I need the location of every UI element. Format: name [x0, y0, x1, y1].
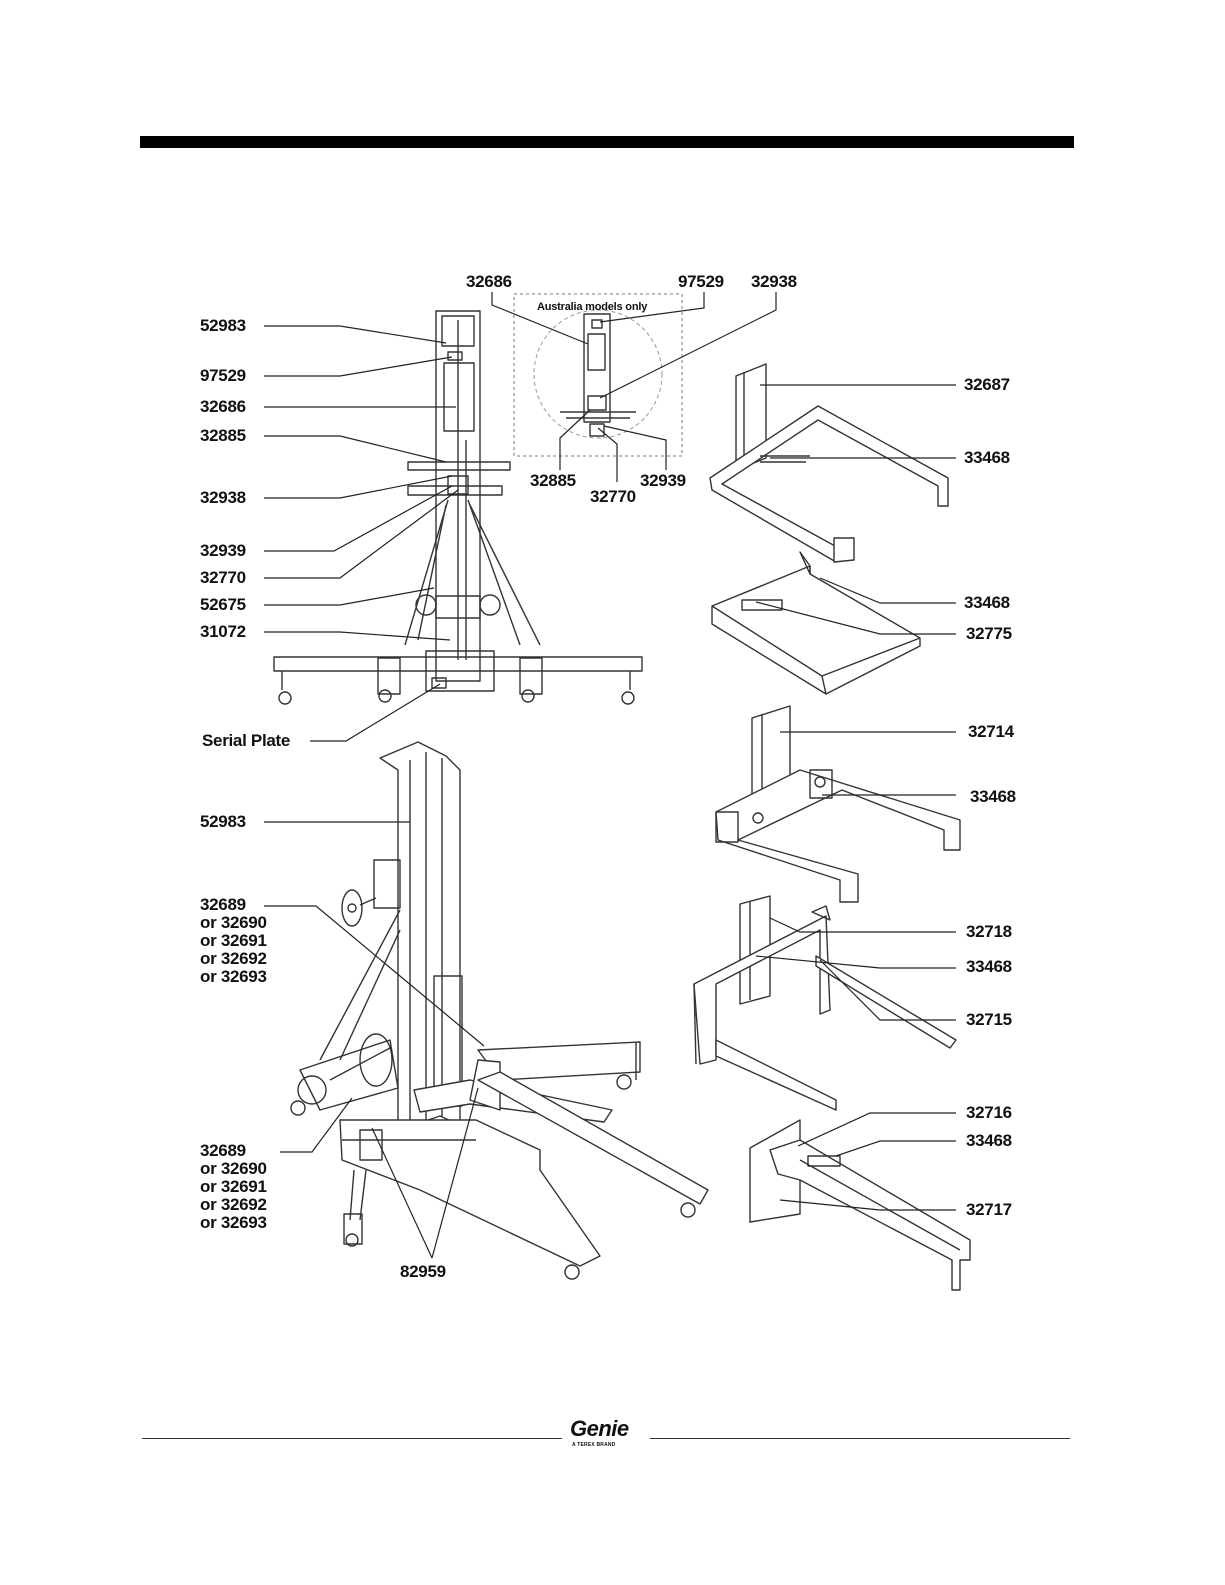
attachment-fork-frame-leaders [780, 731, 956, 796]
attachment-platform-drawing [711, 551, 921, 695]
callout-main-32885: 32885 [200, 426, 246, 445]
footer-rule-left [142, 1438, 562, 1439]
callout-inset-32686: 32686 [466, 272, 512, 291]
attachment-boom-leaders [779, 1112, 956, 1211]
main-lift-drawing [273, 310, 643, 705]
callout-32714: 32714 [968, 722, 1014, 741]
callout-inset-32938: 32938 [751, 272, 797, 291]
attachment-load-forks-leaders [755, 917, 956, 1021]
callout-33468: 33468 [964, 448, 1010, 467]
callout-main-32939: 32939 [200, 541, 246, 560]
genie-logo: Genie A TEREX BRAND [570, 1416, 650, 1456]
attachment-boom-drawing [749, 1119, 971, 1291]
callout-rear-option-a-line: or 32693 [200, 967, 267, 986]
inset-caption: Australia models only [537, 301, 648, 313]
attachment-boom-forks-leaders [760, 384, 956, 459]
callout-32717: 32717 [966, 1200, 1012, 1219]
attachment-fork-frame-drawing [715, 705, 961, 903]
callout-main-52675: 52675 [200, 595, 246, 614]
callout-main-31072: 31072 [200, 622, 246, 641]
callout-rear-option-a-line: or 32690 [200, 913, 267, 932]
callout-33468: 33468 [966, 1131, 1012, 1150]
callout-rear-option-a: 32689 or 32690 or 32691 or 32692 or 3269… [200, 896, 267, 986]
callout-main-32938: 32938 [200, 488, 246, 507]
callout-main-32770: 32770 [200, 568, 246, 587]
inset-leaders [491, 292, 777, 482]
genie-logo-tagline: A TEREX BRAND [572, 1442, 616, 1448]
callout-inset-32770: 32770 [590, 487, 636, 506]
callout-rear-option-b-line: or 32693 [200, 1213, 267, 1232]
attachment-load-forks-drawing [693, 895, 957, 1111]
callout-rear-option-a-line: or 32691 [200, 931, 267, 950]
callout-rear-option-a-line: or 32692 [200, 949, 267, 968]
attachment-platform-leaders [755, 577, 956, 635]
callout-main-52983: 52983 [200, 316, 246, 335]
callout-rear-option-b-line: or 32690 [200, 1159, 267, 1178]
callout-32718: 32718 [966, 922, 1012, 941]
rear-lift-leaders [264, 821, 485, 1259]
callout-inset-32939: 32939 [640, 471, 686, 490]
callout-33468: 33468 [970, 787, 1016, 806]
callout-rear-option-b: 32689 or 32690 or 32691 or 32692 or 3269… [200, 1142, 267, 1232]
callout-inset-97529: 97529 [678, 272, 724, 291]
callout-rear-82959: 82959 [400, 1262, 446, 1281]
rear-lift-drawing [290, 741, 709, 1280]
callout-33468: 33468 [966, 957, 1012, 976]
callout-32775: 32775 [966, 624, 1012, 643]
footer-rule-right [650, 1438, 1070, 1439]
callout-32716: 32716 [966, 1103, 1012, 1122]
attachment-boom-forks-drawing [709, 363, 949, 563]
callout-33468: 33468 [964, 593, 1010, 612]
callout-inset-32885: 32885 [530, 471, 576, 490]
callout-rear-option-b-line: or 32691 [200, 1177, 267, 1196]
callout-32715: 32715 [966, 1010, 1012, 1029]
callout-rear-option-b-line: 32689 [200, 1141, 246, 1160]
callout-32687: 32687 [964, 375, 1010, 394]
main-lift-leaders [264, 325, 459, 742]
callout-rear-option-a-line: 32689 [200, 895, 246, 914]
genie-logo-wordmark: Genie [570, 1416, 629, 1441]
callout-main-32686: 32686 [200, 397, 246, 416]
callout-main-97529: 97529 [200, 366, 246, 385]
header-rule [140, 136, 1074, 148]
callout-rear-option-b-line: or 32692 [200, 1195, 267, 1214]
callout-serial-plate: Serial Plate [202, 731, 291, 750]
callout-rear-52983: 52983 [200, 812, 246, 831]
inset-drawing [513, 293, 683, 457]
